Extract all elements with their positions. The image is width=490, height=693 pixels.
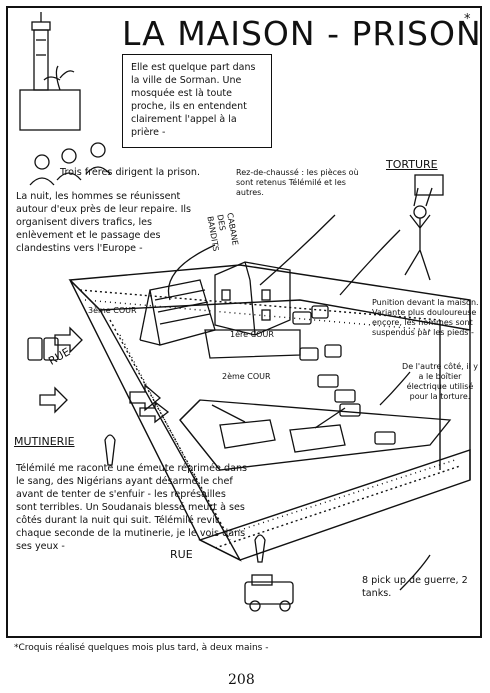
tanks xyxy=(211,404,346,453)
night-caption: La nuit, les hommes se réunissent autour… xyxy=(16,191,192,254)
court-one-label: 1ère COUR xyxy=(230,330,274,339)
outer-wall xyxy=(68,264,471,562)
court-two-label: 2ème COUR xyxy=(222,372,271,381)
court-three-label: 3ème COUR xyxy=(88,306,137,315)
bandits-cabin xyxy=(139,279,216,346)
page-frame xyxy=(6,6,482,638)
page-number: 208 xyxy=(228,672,255,688)
main-house xyxy=(204,261,301,359)
pickups xyxy=(292,305,396,445)
arrows xyxy=(39,214,431,591)
torture-heading: TORTURE xyxy=(386,158,438,171)
ground-floor-caption: Rez-de-chaussé : les pièces où sont rete… xyxy=(236,168,359,197)
torture-caption: Punition devant la maison. Variante plus… xyxy=(372,298,479,337)
mutiny-heading: MUTINERIE xyxy=(14,435,75,448)
footnote: *Croquis réalisé quelques mois plus tard… xyxy=(14,643,269,653)
walking-figure-left xyxy=(104,434,116,466)
cabin-label: CABANE DES BANDITS xyxy=(205,212,240,252)
torture-figure xyxy=(404,174,444,281)
parked-cars xyxy=(27,337,59,361)
page-title: LA MAISON - PRISON xyxy=(122,14,482,53)
inner-wall xyxy=(179,399,452,471)
brothers-drawing xyxy=(29,142,111,186)
brothers-caption: Trois frères dirigent la prison. xyxy=(60,167,201,178)
title-footnote-mark: * xyxy=(464,12,471,27)
electric-box-caption: De l'autre côté, il y a le boîtier élect… xyxy=(402,362,478,401)
street-bottom-label: RUE xyxy=(170,548,193,561)
intro-box: Elle est quelque part dans la ville de S… xyxy=(122,54,272,148)
vehicles-caption: 8 pick up de guerre, 2 tanks. xyxy=(362,575,468,599)
minaret-drawing xyxy=(19,12,81,131)
mutiny-caption: Télémilé me raconte une émeute réprimée … xyxy=(16,463,248,552)
pickup-bottom xyxy=(244,574,294,612)
walking-figure-bottom xyxy=(254,534,266,563)
